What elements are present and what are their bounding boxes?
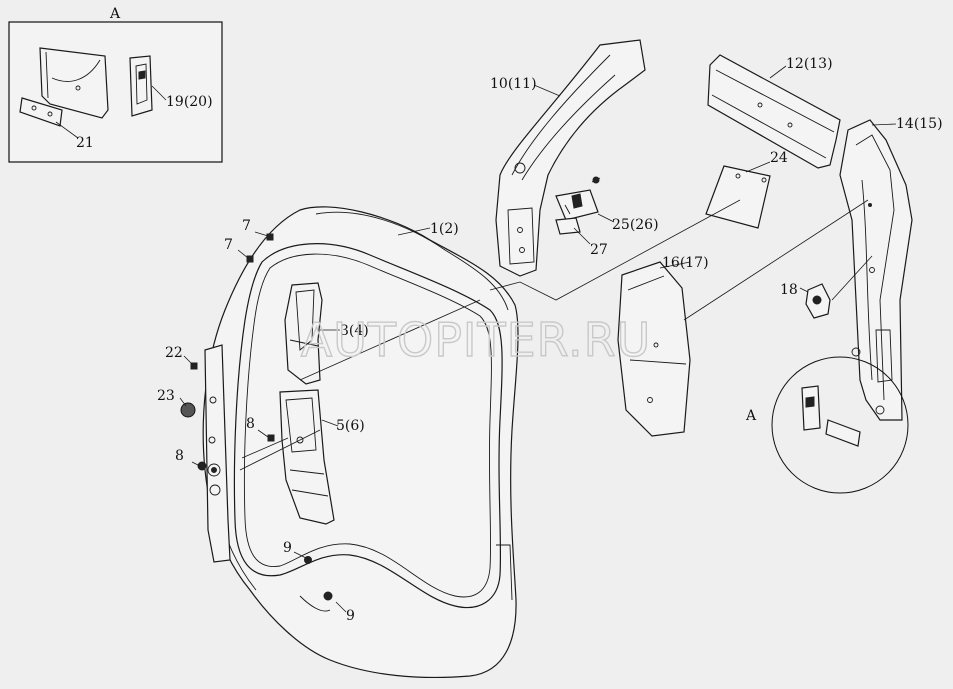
fastener-23-mark [180,402,196,418]
label-a-pillar-lower: 5(6) [336,418,365,434]
label-19-20: 19(20) [166,94,213,110]
label-fastener-23: 23 [157,388,175,404]
label-cab-frame: 1(2) [430,221,459,237]
label-fastener-7a: 7 [242,218,251,234]
label-a-pillar-inner: 3(4) [340,323,369,339]
b-pillar [839,119,913,421]
fastener-8a-mark [267,434,275,442]
fasteners [180,233,333,601]
labels: 1(2) 3(4) 5(6) 10(11) 12(13) 14(15) 16(1… [157,56,943,624]
leader-lines [179,65,897,613]
roof-rail-part [495,39,646,277]
side-panel-part [617,261,691,437]
label-bracket-set: 25(26) [612,217,659,233]
detail-view-a: A 19(20) 21 [8,6,223,163]
side-panel [617,261,691,437]
fastener-7a-mark [266,233,274,241]
plate-24 [705,165,771,229]
clip-27 [555,217,581,235]
label-b-pillar: 14(15) [896,116,943,132]
fastener-7b-mark [246,255,254,263]
detail-plate-21 [19,97,63,127]
plate-24-part [705,165,771,229]
detail-title: A [109,6,121,22]
fastener-9a-mark [304,556,312,564]
fastener-22-mark [190,362,198,370]
label-fastener-8b: 8 [175,448,184,464]
door-opening [233,243,503,608]
hinge-pillar [204,344,231,563]
roof-rail [495,39,646,277]
fastener-9b-mark [323,591,333,601]
label-fastener-9a: 9 [283,540,292,556]
detail-bracket [39,47,109,119]
callout-clip [801,385,821,431]
label-fastener-8a: 8 [246,416,255,432]
label-clip: 27 [590,242,608,258]
label-fastener-22: 22 [165,345,183,361]
callout-plate [825,419,861,447]
b-pillar-part [839,119,913,421]
cab-frame [202,206,519,679]
label-grommet: 18 [780,282,798,298]
callout-label: A [745,408,757,424]
grommet-18 [805,283,831,319]
a-pillar-inner [284,282,323,385]
label-21: 21 [76,135,94,151]
label-plate: 24 [770,150,788,166]
roof-bar [707,54,841,169]
label-roof-rail: 10(11) [490,76,537,92]
watermark: AUTOPITER.RU [301,313,652,367]
a-pillar-lower [279,389,335,525]
label-side-panel: 16(17) [662,255,709,271]
bracket-set [555,176,601,235]
detail-frame [8,21,223,163]
fastener-8b-mark [197,461,207,471]
label-roof-bar: 12(13) [786,56,833,72]
a-pillar-inner-part [284,282,323,385]
label-fastener-9b: 9 [346,608,355,624]
callout-circle [771,356,909,494]
label-fastener-7b: 7 [224,237,233,253]
callout-a: A [745,356,909,494]
